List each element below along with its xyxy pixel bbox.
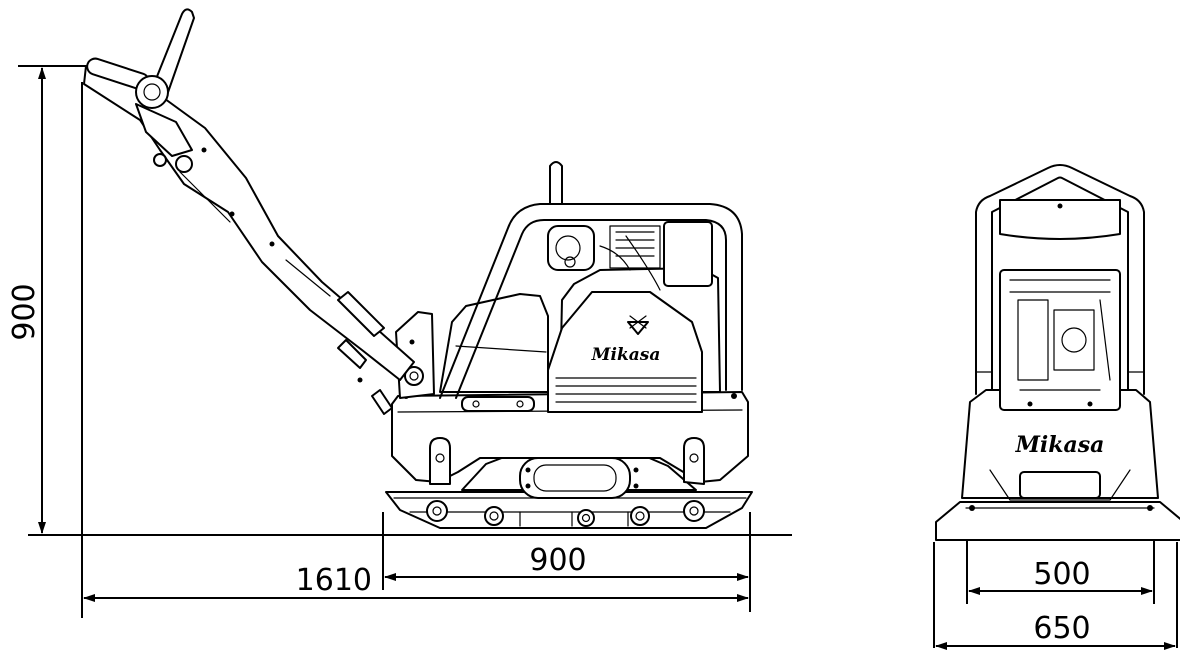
total-length-label: 1610 — [296, 563, 372, 598]
compactor-front-view: Mikasa — [935, 164, 1180, 541]
compactor-side-view: Mikasa — [83, 8, 753, 529]
fuel-tank — [439, 293, 549, 412]
handle-bracket — [395, 311, 435, 399]
exhaust-pipe — [549, 161, 563, 205]
front-lower-body: Mikasa — [961, 389, 1159, 501]
base-length-label: 900 — [529, 543, 586, 578]
guide-handle — [83, 8, 415, 415]
front-protective-frame — [975, 164, 1145, 395]
height-label: 900 — [7, 283, 42, 340]
base-length-dimension: 900 — [81, 82, 751, 618]
engine-cover: Mikasa — [547, 291, 703, 413]
exciter-housing — [461, 453, 697, 499]
total-width-label: 650 — [1033, 611, 1090, 646]
front-base-plate — [935, 501, 1180, 541]
front-engine — [999, 269, 1121, 411]
height-dimension: 900 — [7, 65, 92, 534]
front-logo: Mikasa — [1015, 432, 1105, 458]
protective-frame — [439, 203, 743, 399]
plate-width-label: 500 — [1033, 557, 1090, 592]
total-width-dimension: 650 — [933, 542, 1178, 650]
base-plate — [385, 491, 753, 529]
plate-width-dimension: 500 — [966, 540, 1155, 604]
side-logo: Mikasa — [591, 345, 661, 365]
total-length-dimension: 1610 — [83, 563, 749, 602]
